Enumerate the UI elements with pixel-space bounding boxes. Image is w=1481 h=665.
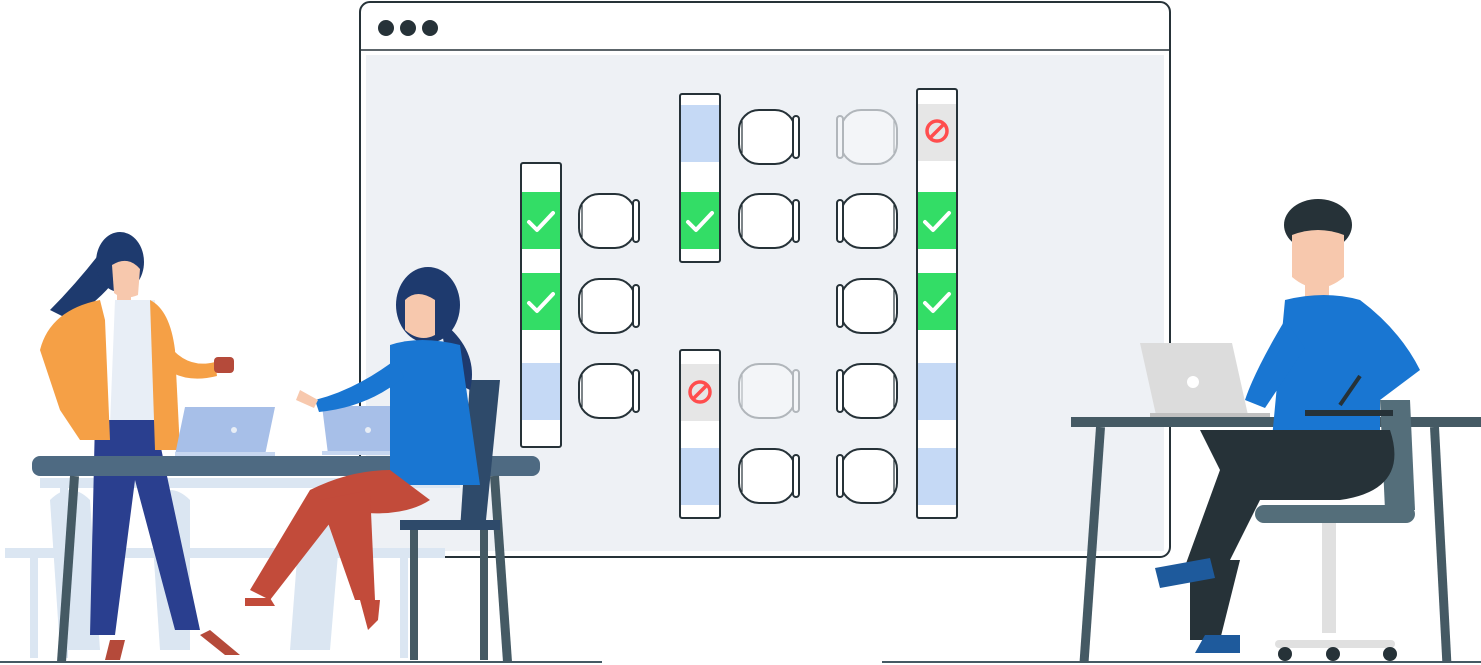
man-seated (1155, 199, 1420, 653)
chair-icon[interactable] (578, 193, 640, 249)
chair-icon[interactable] (738, 193, 800, 249)
chair-icon[interactable] (836, 109, 898, 165)
chair-icon[interactable] (578, 363, 640, 419)
desk-2-top[interactable] (679, 93, 721, 263)
chair-icon[interactable] (836, 363, 898, 419)
chair-icon[interactable] (578, 278, 640, 334)
laptop-icon (1140, 343, 1270, 417)
desk-3[interactable] (916, 88, 958, 519)
chair-icon[interactable] (836, 278, 898, 334)
window-dots-icon (378, 20, 438, 36)
woman-seated (245, 267, 500, 660)
desk-2-bottom[interactable] (679, 349, 721, 519)
chair-icon[interactable] (738, 109, 800, 165)
laptop-icon (175, 407, 275, 456)
chair-icon[interactable] (836, 448, 898, 504)
chair-icon[interactable] (738, 363, 800, 419)
desk-1[interactable] (520, 162, 562, 448)
office-chair (1255, 400, 1415, 661)
chair-icon[interactable] (738, 448, 800, 504)
woman-standing (40, 232, 240, 660)
chair-icon[interactable] (836, 193, 898, 249)
